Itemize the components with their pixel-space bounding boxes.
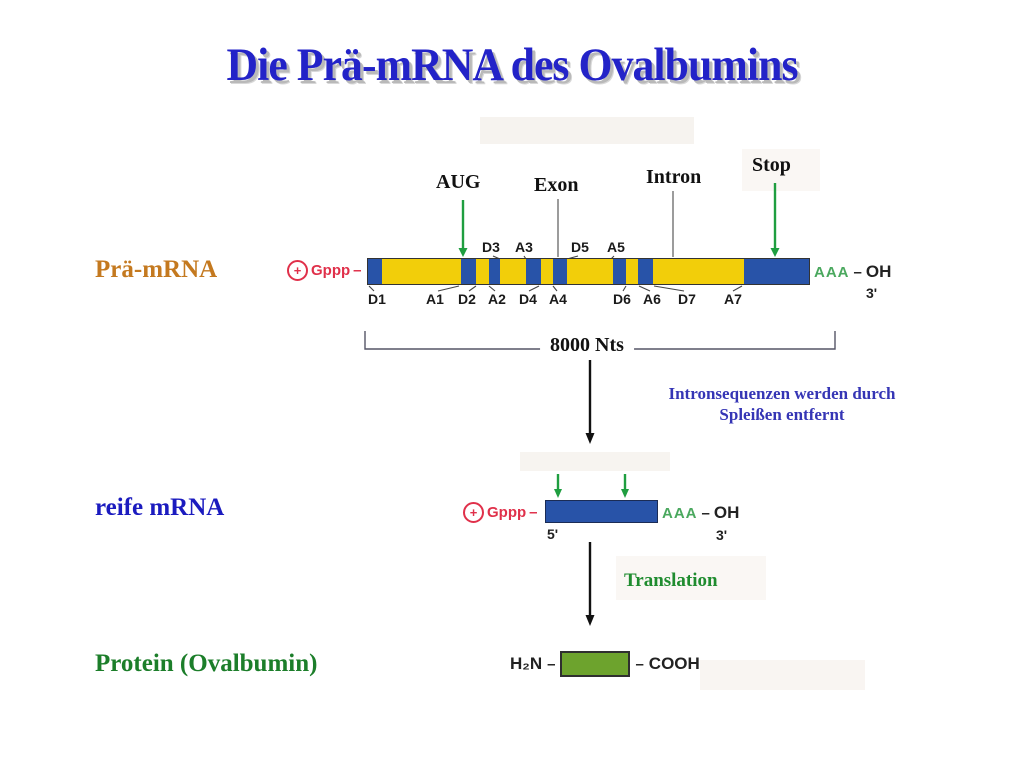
pre-mrna-segment-exon: [461, 259, 476, 284]
pre-mrna-segment-exon: [526, 259, 541, 284]
pre-mrna-segment-intron: [382, 259, 461, 284]
scan-artifact: [520, 452, 670, 471]
splicing-caption-line2: Spleißen entfernt: [719, 405, 845, 424]
translation-caption: Translation: [624, 570, 718, 591]
mature-splice-arrow-icon: [554, 474, 629, 498]
aug-arrow-icon: [458, 200, 468, 257]
pre-mrna-bar: [367, 258, 810, 285]
aug-label: AUG: [436, 171, 481, 193]
pre-mrna-segment-intron: [541, 259, 553, 284]
cap-dash: –: [353, 262, 362, 279]
splice-site-label-d5: D5: [571, 239, 589, 255]
intron-label: Intron: [646, 166, 702, 188]
splice-site-label-a7: A7: [724, 291, 742, 307]
splice-site-label-d7: D7: [678, 291, 696, 307]
scan-artifact: [700, 660, 865, 690]
tail-dash: –: [853, 263, 862, 281]
cap-gppp-label: Gppp: [487, 504, 527, 521]
splice-site-label-a6: A6: [643, 291, 661, 307]
splicing-arrow-icon: [585, 360, 595, 444]
oh-label: OH: [713, 503, 740, 522]
protein-box: [560, 651, 631, 677]
scan-artifact: [616, 556, 766, 600]
c-terminus-label: COOH: [648, 654, 700, 673]
scan-artifact: [742, 149, 820, 191]
pre-mrna-segment-exon: [613, 259, 626, 284]
polya-label: AAA: [662, 504, 698, 522]
pre-mrna-row-label: Prä-mRNA: [95, 256, 218, 283]
translation-arrow-icon: [585, 542, 595, 626]
splice-site-label-a5: A5: [607, 239, 625, 255]
scan-artifact: [480, 117, 694, 144]
polya-label: AAA: [814, 263, 850, 281]
stop-arrow-icon: [770, 183, 780, 257]
slide-title: Die Prä-mRNA des Ovalbumins: [0, 38, 1024, 92]
mature-mrna-tail: AAA – OH: [662, 503, 739, 523]
pre-mrna-segment-intron: [500, 259, 526, 284]
exon-label: Exon: [534, 174, 579, 196]
pre-mrna-segment-exon: [744, 259, 809, 284]
splicing-caption-line1: Intronsequenzen werden durch: [668, 384, 896, 403]
mature-mrna-bar: [545, 500, 658, 523]
cap-plus-icon: +: [463, 502, 484, 523]
splice-site-label-d1: D1: [368, 291, 386, 307]
splice-site-label-d4: D4: [519, 291, 537, 307]
protein-dash: –: [635, 655, 644, 673]
cap-dash: –: [529, 504, 538, 521]
protein-row-label: Protein (Ovalbumin): [95, 650, 318, 677]
pre-mrna-three-prime-label: 3': [866, 285, 878, 301]
pre-mrna-segment-intron: [626, 259, 638, 284]
pre-mrna-segment-intron: [653, 259, 744, 284]
pre-mrna-segment-exon: [368, 259, 382, 284]
pre-mrna-segment-exon: [638, 259, 653, 284]
n-terminus-label: H₂N: [510, 654, 543, 673]
mature-mrna-row-label: reife mRNA: [95, 494, 225, 521]
tail-dash: –: [701, 504, 710, 522]
cap-gppp-label: Gppp: [311, 262, 351, 279]
mature-mrna-three-prime-label: 3': [716, 527, 728, 543]
splice-site-label-a2: A2: [488, 291, 506, 307]
pre-mrna-tail: AAA – OH: [814, 262, 891, 282]
protein-diagram: H₂N – – COOH: [510, 651, 700, 677]
pre-mrna-cap: + Gppp –: [287, 260, 362, 281]
slide-title-text: Die Prä-mRNA des Ovalbumins: [226, 39, 798, 91]
pre-mrna-segment-exon: [489, 259, 500, 284]
pre-mrna-segment-intron: [476, 259, 489, 284]
splice-site-label-d2: D2: [458, 291, 476, 307]
oh-label: OH: [865, 262, 892, 281]
splice-site-label-a1: A1: [426, 291, 444, 307]
mature-mrna-five-prime-label: 5': [547, 526, 559, 542]
pre-mrna-segment-intron: [567, 259, 613, 284]
pre-mrna-segment-exon: [553, 259, 567, 284]
splicing-caption: Intronsequenzen werden durch Spleißen en…: [648, 383, 916, 425]
splice-site-label-d6: D6: [613, 291, 631, 307]
protein-dash: –: [547, 655, 556, 673]
length-label: 8000 Nts: [540, 334, 634, 357]
mature-mrna-cap: + Gppp –: [463, 502, 538, 523]
stop-label: Stop: [752, 154, 791, 176]
splice-site-label-a4: A4: [549, 291, 567, 307]
splice-site-label-a3: A3: [515, 239, 533, 255]
splice-site-label-d3: D3: [482, 239, 500, 255]
cap-plus-icon: +: [287, 260, 308, 281]
